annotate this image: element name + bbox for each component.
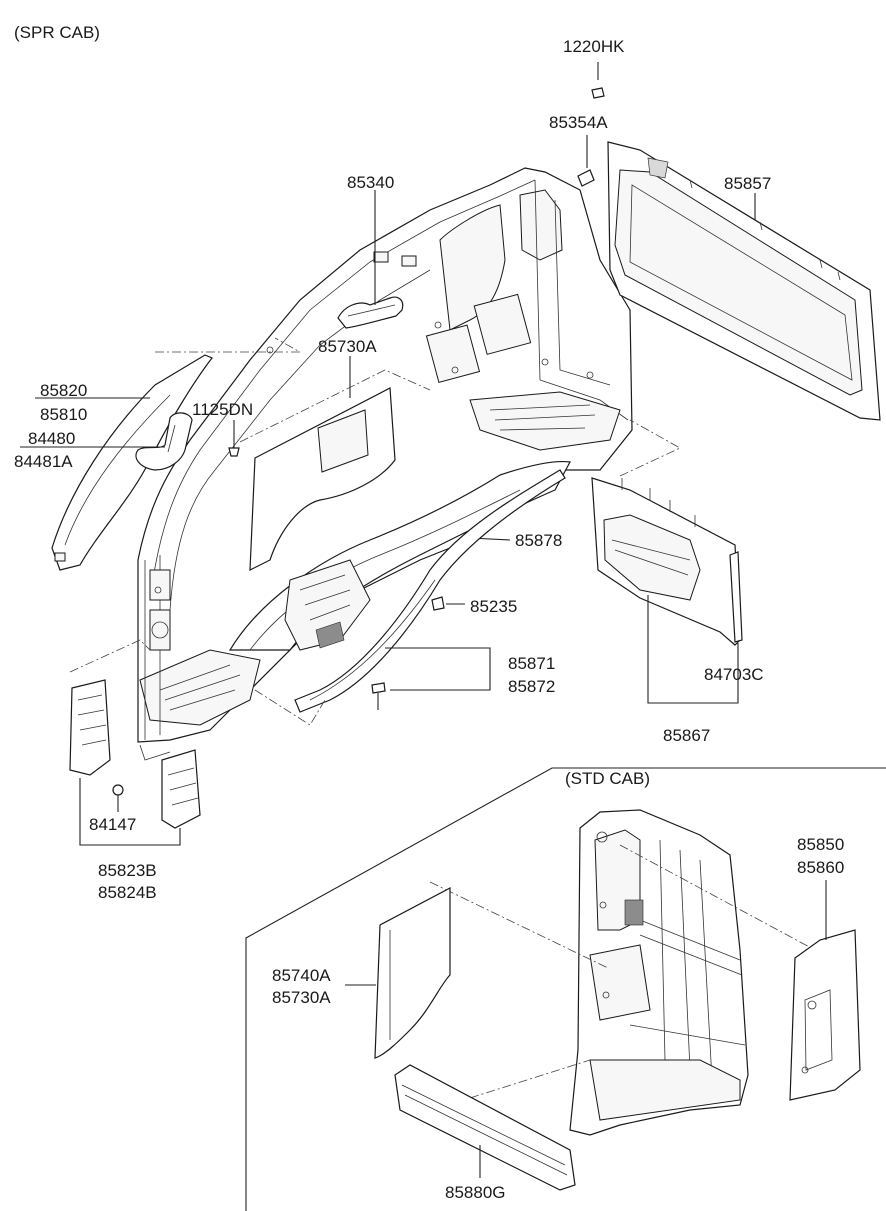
std-cab-back-panel: [569, 809, 749, 1136]
section-label-spr-cab: (SPR CAB): [14, 23, 100, 42]
label-85850: 85850: [797, 835, 844, 854]
label-1125dn: 1125DN: [192, 400, 253, 419]
label-85235: 85235: [470, 597, 517, 616]
label-85878: 85878: [515, 531, 562, 550]
label-84481a: 84481A: [14, 452, 73, 471]
nut-84147: [112, 784, 124, 812]
clip-85235: [431, 596, 445, 611]
label-85730a-spr: 85730A: [318, 337, 377, 356]
label-85867: 85867: [663, 726, 710, 745]
label-84703c: 84703C: [704, 665, 764, 684]
label-85860: 85860: [797, 858, 844, 877]
std-quarter-trim-85740a: [374, 887, 451, 1059]
label-85740a: 85740A: [272, 966, 331, 985]
label-85857: 85857: [724, 174, 771, 193]
label-85820: 85820: [40, 381, 87, 400]
bolt-1220hk: [591, 62, 605, 99]
label-85354a: 85354A: [549, 113, 608, 132]
label-85730a-std: 85730A: [272, 988, 331, 1007]
screw-85872: [371, 682, 386, 710]
label-85823b: 85823B: [98, 861, 157, 880]
std-sill-trim-85880g: [394, 1064, 576, 1191]
clip-85354a: [577, 135, 595, 187]
std-cab-boundary: [245, 767, 886, 1211]
pillar-trim-85820: [51, 354, 213, 571]
rear-quarter-trim-85867: [591, 419, 741, 646]
std-rear-trim-85850: [789, 929, 861, 1101]
back-window-trim-85857: [607, 141, 881, 421]
label-85340: 85340: [347, 173, 394, 192]
label-85810: 85810: [40, 405, 87, 424]
label-84480: 84480: [28, 429, 75, 448]
sill-trim-85871: [294, 469, 566, 713]
screw-1125dn: [228, 420, 240, 457]
label-85871: 85871: [508, 654, 555, 673]
section-label-std-cab: (STD CAB): [565, 769, 650, 788]
quarter-trim-85730a: [239, 369, 431, 571]
assist-handle-85340: [337, 251, 417, 329]
label-84147: 84147: [89, 815, 136, 834]
cowl-side-trim-85823b: [69, 639, 201, 829]
label-85824b: 85824B: [98, 883, 157, 902]
label-1220hk: 1220HK: [563, 37, 625, 56]
trim-seal-84703c: [729, 551, 743, 643]
label-85872: 85872: [508, 677, 555, 696]
label-85880g: 85880G: [445, 1183, 506, 1202]
